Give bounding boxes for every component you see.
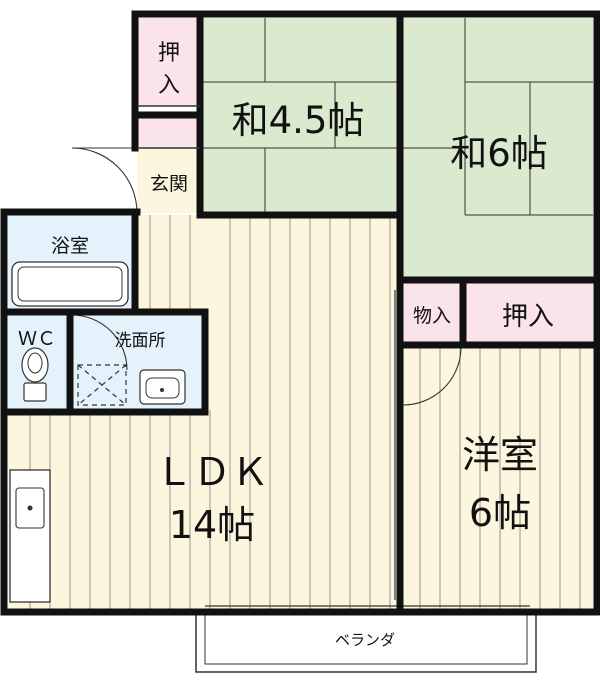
washitsu-6 [400, 18, 593, 280]
bathtub-icon [11, 261, 129, 307]
room-label-storage: 物入 [413, 305, 451, 327]
toilet-icon [21, 347, 49, 402]
youshitsu-floor [403, 345, 593, 610]
room-label-washitsu-6: 和6帖 [450, 132, 548, 175]
room-label-closet-right: 押入 [502, 302, 554, 332]
kitchen-counter-icon [9, 469, 51, 603]
balcony: ベランダ [195, 611, 537, 673]
room-label-washitsu-4-5: 和4.5帖 [232, 99, 365, 142]
storage [403, 283, 463, 345]
room-label-ldk-size: 14帖 [169, 503, 255, 547]
entrance-floor [137, 148, 200, 213]
room-label-closet-left-2: 入 [158, 73, 180, 98]
washbasin-icon [139, 369, 186, 405]
room-label-wc: ＷＣ [18, 328, 56, 350]
room-label-bath: 浴室 [51, 235, 89, 257]
washing-machine-space-icon [77, 364, 127, 406]
closet-left [137, 18, 200, 106]
room-label-entrance: 玄関 [150, 173, 188, 195]
closet-left-lower [137, 118, 200, 148]
room-label-ldk: ＬＤＫ [155, 450, 269, 494]
closet-right [465, 283, 593, 345]
room-label-youshitsu-size: 6帖 [469, 491, 531, 535]
balcony-label: ベランダ [335, 631, 395, 649]
room-label-washroom: 洗面所 [115, 331, 166, 351]
room-label-closet-left-1: 押 [158, 41, 180, 66]
room-label-youshitsu: 洋室 [462, 433, 538, 477]
washitsu-4-5 [200, 18, 400, 213]
walls [0, 10, 600, 616]
thin-walls [137, 105, 200, 149]
